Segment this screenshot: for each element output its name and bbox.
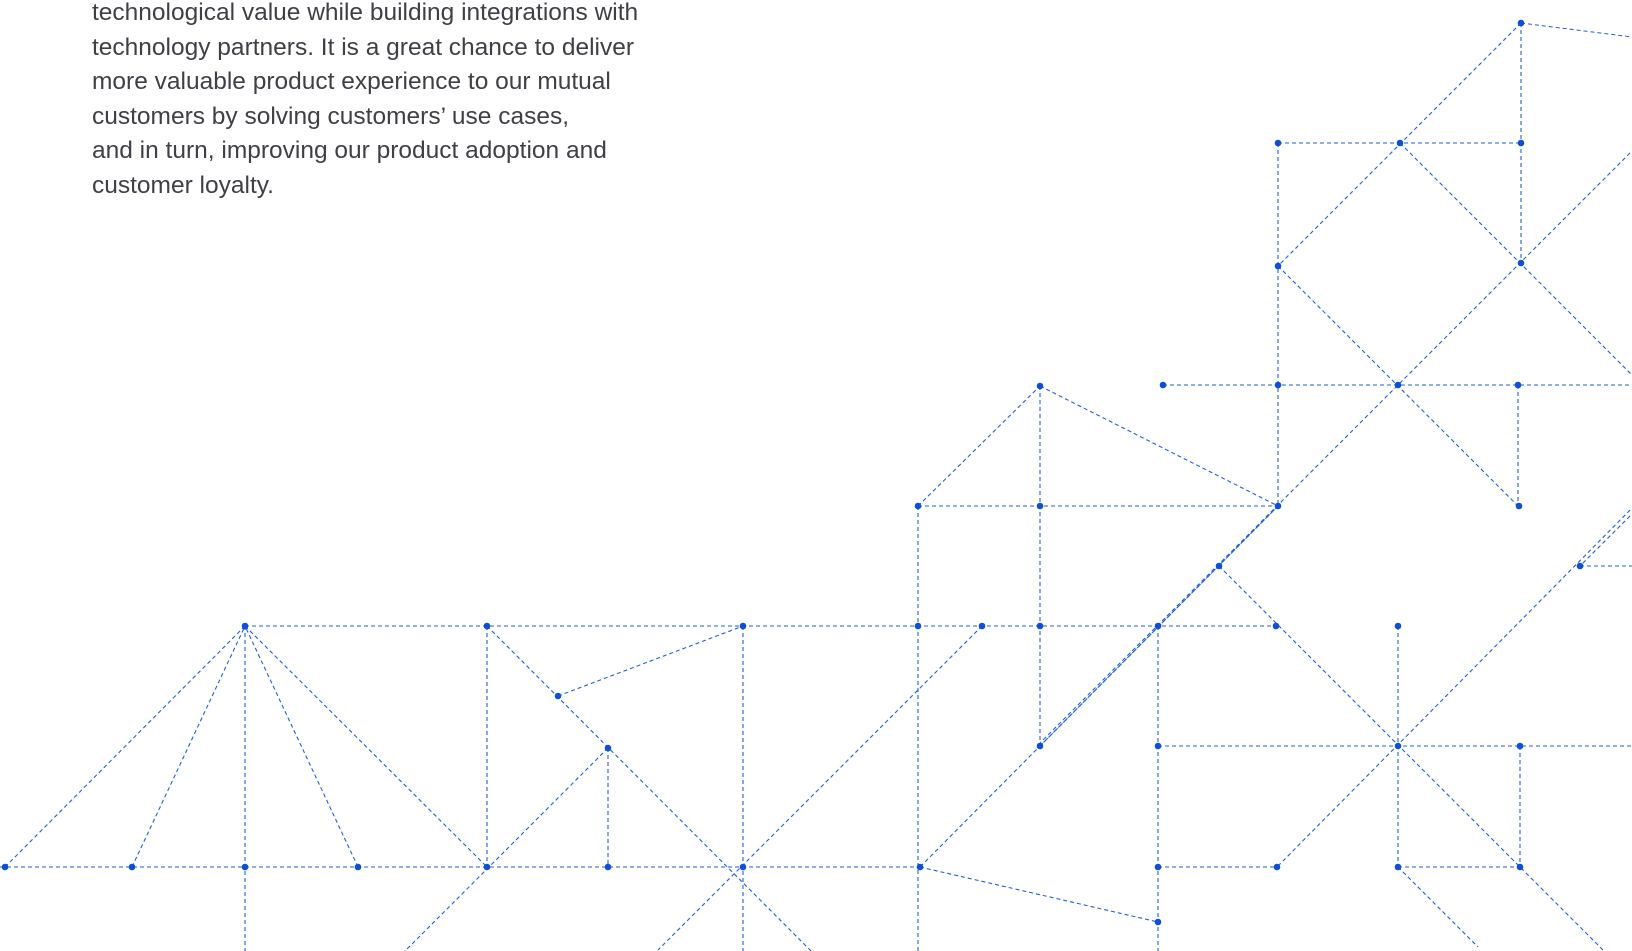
network-connector [1399,142,1632,376]
network-node [1159,381,1167,389]
network-connector [244,625,488,868]
network-node [1154,742,1162,750]
network-node [1394,622,1402,630]
network-connector [404,747,609,951]
network-node [1273,863,1281,871]
network-connector [244,625,359,868]
network-connector [1579,513,1632,567]
network-node [1517,259,1525,267]
network-node [1036,382,1044,390]
network-node [1274,502,1282,510]
network-node [1215,562,1223,570]
network-node [483,622,491,630]
network-node [604,863,612,871]
network-connector [557,625,744,697]
network-connector [1276,507,1632,868]
network-node [1516,742,1524,750]
network-node [916,863,924,871]
network-connector [4,625,246,868]
network-connector [131,625,246,868]
network-node [1274,262,1282,270]
network-connector [1397,866,1479,948]
network-node [354,863,362,871]
network-node [1274,381,1282,389]
network-node [739,622,747,630]
network-node [241,622,249,630]
intro-line: technological value while building integ… [92,0,639,26]
network-node [1036,622,1044,630]
network-connector [486,625,812,951]
network-node [1394,742,1402,750]
network-node [1394,863,1402,871]
network-node [128,863,136,871]
network-connector [919,866,1159,923]
network-node [1517,19,1525,27]
network-node [1154,863,1162,871]
network-node [1517,139,1525,147]
network-connector [917,385,1041,507]
network-node [241,863,249,871]
intro-line: customer loyalty. [92,171,274,199]
network-node [914,502,922,510]
network-node [1576,562,1584,570]
network-node [1516,863,1524,871]
network-node [1036,502,1044,510]
network-node [554,692,562,700]
network-node [483,863,491,871]
network-node [914,622,922,630]
network-node [1274,139,1282,147]
network-node [1154,918,1162,926]
network-node [739,863,747,871]
network-node [1272,622,1280,630]
network-node [1396,139,1404,147]
network-connector [1039,385,1279,507]
intro-paragraph: technological value while building integ… [92,0,752,204]
network-node [1394,381,1402,389]
intro-line: and in turn, improving our product adopt… [92,137,607,165]
network-node [1515,502,1523,510]
network-node [1514,381,1522,389]
network-node [604,744,612,752]
intro-line: technology partners. It is a great chanc… [92,33,635,61]
network-node [1,863,9,871]
intro-line: customers by solving customers’ use case… [92,102,570,130]
network-node [1154,622,1162,630]
network-connector [1218,565,1605,951]
network-connector [657,625,983,951]
network-connector [1039,150,1632,744]
network-node [978,622,986,630]
intro-line: more valuable product experience to our … [92,68,611,96]
network-node [1036,742,1044,750]
network-connector [1520,22,1632,38]
